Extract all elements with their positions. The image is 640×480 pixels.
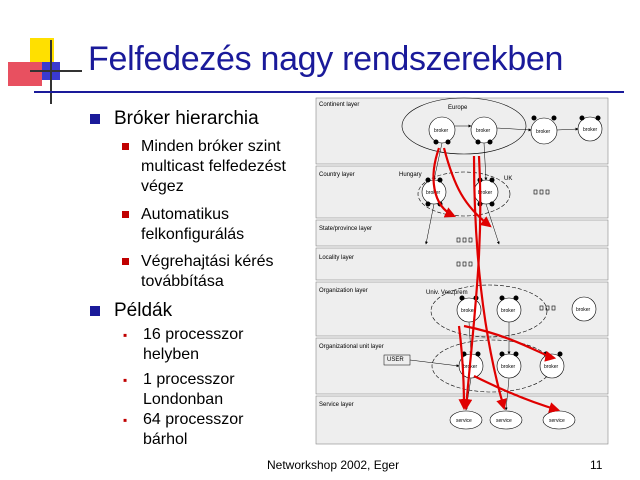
broker-node [428, 116, 603, 145]
bullet-broker-hierarchy: Bróker hierarchia [90, 108, 259, 130]
layer-country [315, 165, 609, 219]
svg-text:broker: broker [501, 364, 516, 370]
sub-bullet-16-proc: ▪ 16 processzor helyben [123, 326, 244, 363]
region-label: UK [504, 176, 512, 182]
svg-text:broker: broker [544, 364, 559, 370]
title-underline [34, 91, 624, 93]
layer-label: Service layer [319, 402, 354, 408]
svg-text:broker: broker [583, 127, 598, 133]
svg-text:service: service [549, 418, 565, 424]
bullet-examples: Példák [90, 300, 172, 322]
service-node [449, 410, 576, 430]
broker-node [456, 296, 597, 323]
sub-bullet-64-proc: ▪ 64 processzor bárhol [123, 411, 244, 448]
svg-text:broker: broker [576, 307, 591, 313]
layer-label: Organization layer [319, 288, 368, 294]
svg-text:broker: broker [426, 190, 441, 196]
sub-bullet-autoconfig: Automatikus felkonfigurálás [122, 205, 244, 245]
svg-text:broker: broker [501, 308, 516, 314]
region-label: Europe [448, 105, 468, 111]
region-label: Hungary [399, 172, 422, 178]
svg-text:broker: broker [478, 190, 493, 196]
svg-text:broker: broker [536, 129, 551, 135]
layer-label: Organizational unit layer [319, 344, 384, 350]
svg-text:service: service [496, 418, 512, 424]
layer-continent [315, 97, 609, 165]
svg-text:service: service [456, 418, 472, 424]
bullet-marker-icon: ▪ [123, 413, 128, 427]
sub-bullet-multicast: Minden bróker szint multicast felfedezés… [122, 137, 286, 197]
layer-locality [315, 247, 609, 281]
region-label: USER [387, 357, 404, 363]
bullet-square-icon [122, 143, 129, 150]
page-number: 11 [590, 458, 603, 472]
bullet-marker-icon: ▪ [123, 328, 128, 342]
footer-text: Networkshop 2002, Eger [267, 458, 400, 472]
sub-bullet-forwarding: Végrehajtási kérés továbbítása [122, 252, 274, 292]
bullet-square-icon [122, 211, 129, 218]
layer-label: Locality layer [319, 255, 354, 261]
layer-label: Country layer [319, 172, 355, 178]
layer-label: State/province layer [319, 226, 372, 232]
layer-state [315, 219, 609, 247]
bullet-square-icon [90, 114, 100, 124]
layer-label: Continent layer [319, 102, 359, 108]
corner-decoration [0, 0, 82, 110]
region-label: Univ. Veszprem [426, 290, 468, 296]
bullet-square-icon [122, 258, 129, 265]
sub-bullet-1-proc: ▪ 1 processzor Londonban [123, 371, 235, 408]
svg-text:broker: broker [476, 128, 491, 134]
bullet-square-icon [90, 306, 100, 316]
bullet-marker-icon: ▪ [123, 373, 128, 387]
slide-title: Felfedezés nagy rendszerekben [88, 40, 564, 78]
svg-text:broker: broker [434, 128, 449, 134]
broker-hierarchy-diagram: Continent layer Country layer State/prov… [315, 97, 609, 445]
svg-text:broker: broker [461, 308, 476, 314]
